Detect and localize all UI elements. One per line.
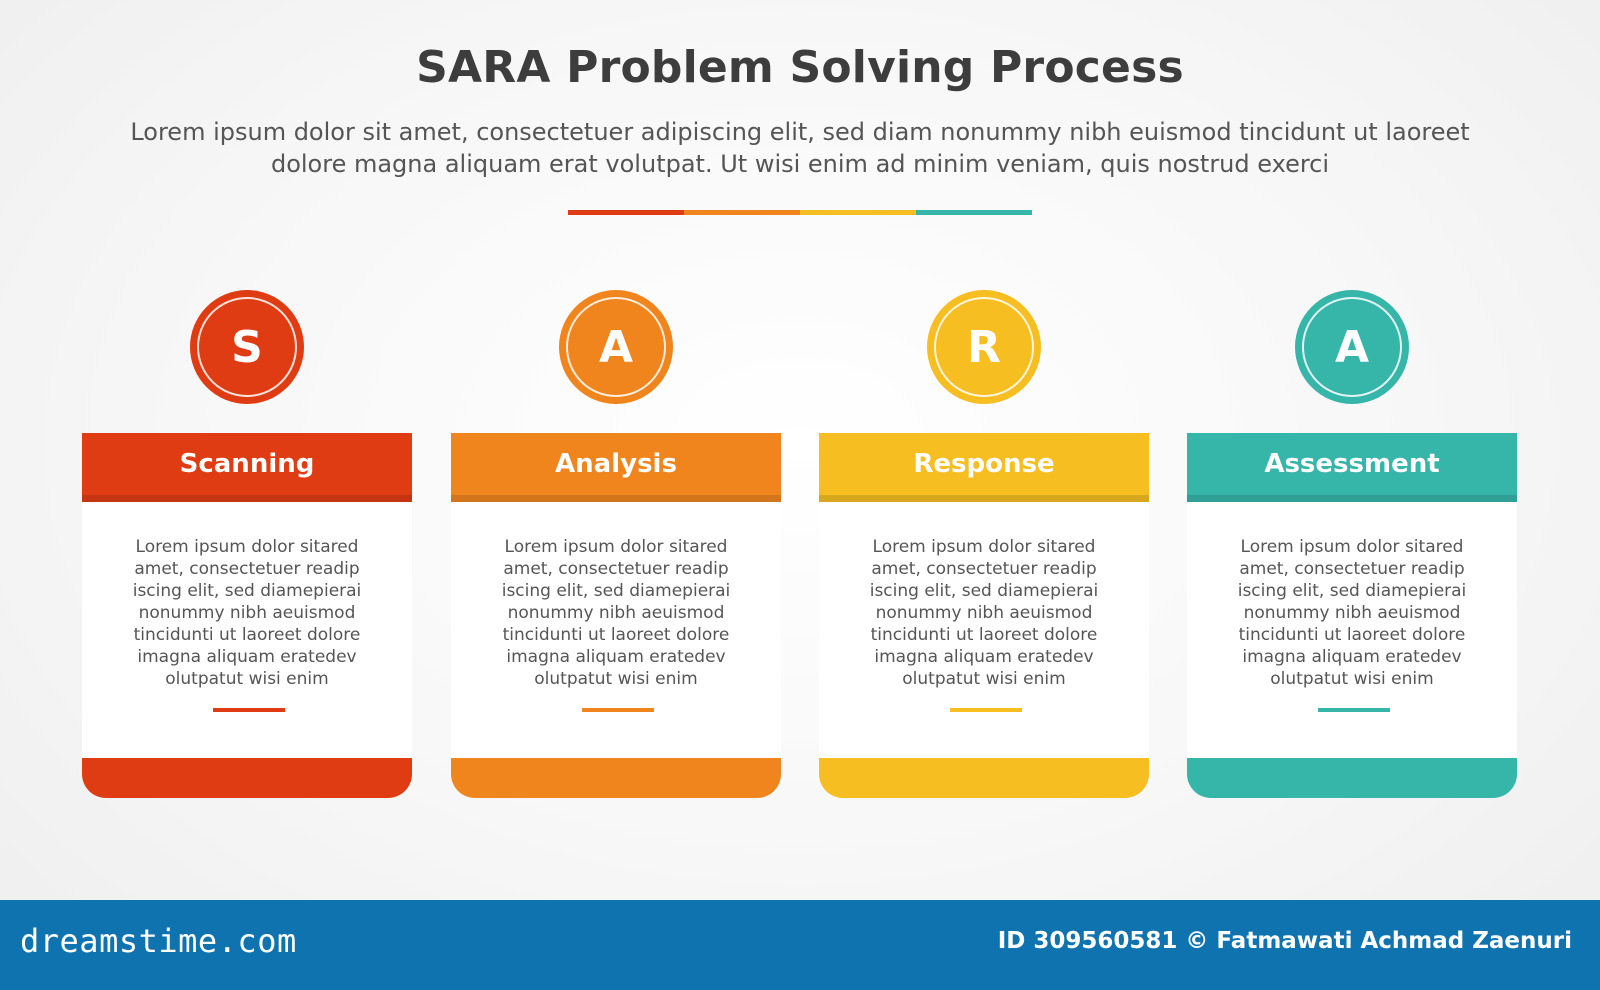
step-header: Scanning xyxy=(82,433,412,495)
watermark-credit: ID 309560581 © Fatmawati Achmad Zaenuri xyxy=(997,928,1572,954)
step-header-edge xyxy=(819,495,1149,502)
step-badge: R xyxy=(927,290,1041,404)
step-badge: A xyxy=(559,290,673,404)
step-header-edge xyxy=(451,495,781,502)
step-footer xyxy=(82,758,412,798)
step-body: Lorem ipsum dolor sitared amet, consecte… xyxy=(819,502,1149,758)
step-footer xyxy=(451,758,781,798)
color-divider xyxy=(568,210,1032,215)
step-card-scanning: S Scanning Lorem ipsum dolor sitared ame… xyxy=(82,290,412,800)
step-badge: S xyxy=(190,290,304,404)
step-header: Response xyxy=(819,433,1149,495)
color-divider-teal xyxy=(916,210,1032,215)
step-letter: R xyxy=(934,297,1034,397)
step-card-assessment: A Assessment Lorem ipsum dolor sitared a… xyxy=(1187,290,1517,800)
step-body: Lorem ipsum dolor sitared amet, consecte… xyxy=(1187,502,1517,758)
page-subtitle: Lorem ipsum dolor sit amet, consectetuer… xyxy=(130,118,1470,178)
step-header-edge xyxy=(1187,495,1517,502)
step-header-edge xyxy=(82,495,412,502)
step-header: Assessment xyxy=(1187,433,1517,495)
page-title: SARA Problem Solving Process xyxy=(416,42,1184,93)
step-badge: A xyxy=(1295,290,1409,404)
step-header: Analysis xyxy=(451,433,781,495)
step-letter: A xyxy=(1302,297,1402,397)
watermark-logo: dreamstime.com xyxy=(20,922,297,960)
step-dash xyxy=(950,708,1022,712)
step-letter: A xyxy=(566,297,666,397)
step-letter: S xyxy=(197,297,297,397)
color-divider-orange xyxy=(684,210,800,215)
step-footer xyxy=(1187,758,1517,798)
step-card-analysis: A Analysis Lorem ipsum dolor sitared ame… xyxy=(451,290,781,800)
step-description: Lorem ipsum dolor sitared amet, consecte… xyxy=(501,537,731,689)
step-footer xyxy=(819,758,1149,798)
watermark-bar: dreamstime.com ID 309560581 © Fatmawati … xyxy=(0,900,1600,990)
step-dash xyxy=(582,708,654,712)
step-description: Lorem ipsum dolor sitared amet, consecte… xyxy=(1237,537,1467,689)
step-description: Lorem ipsum dolor sitared amet, consecte… xyxy=(869,537,1099,689)
color-divider-yellow xyxy=(800,210,916,215)
step-body: Lorem ipsum dolor sitared amet, consecte… xyxy=(451,502,781,758)
step-description: Lorem ipsum dolor sitared amet, consecte… xyxy=(132,537,362,689)
step-dash xyxy=(213,708,285,712)
step-body: Lorem ipsum dolor sitared amet, consecte… xyxy=(82,502,412,758)
color-divider-red xyxy=(568,210,684,215)
step-dash xyxy=(1318,708,1390,712)
step-card-response: R Response Lorem ipsum dolor sitared ame… xyxy=(819,290,1149,800)
